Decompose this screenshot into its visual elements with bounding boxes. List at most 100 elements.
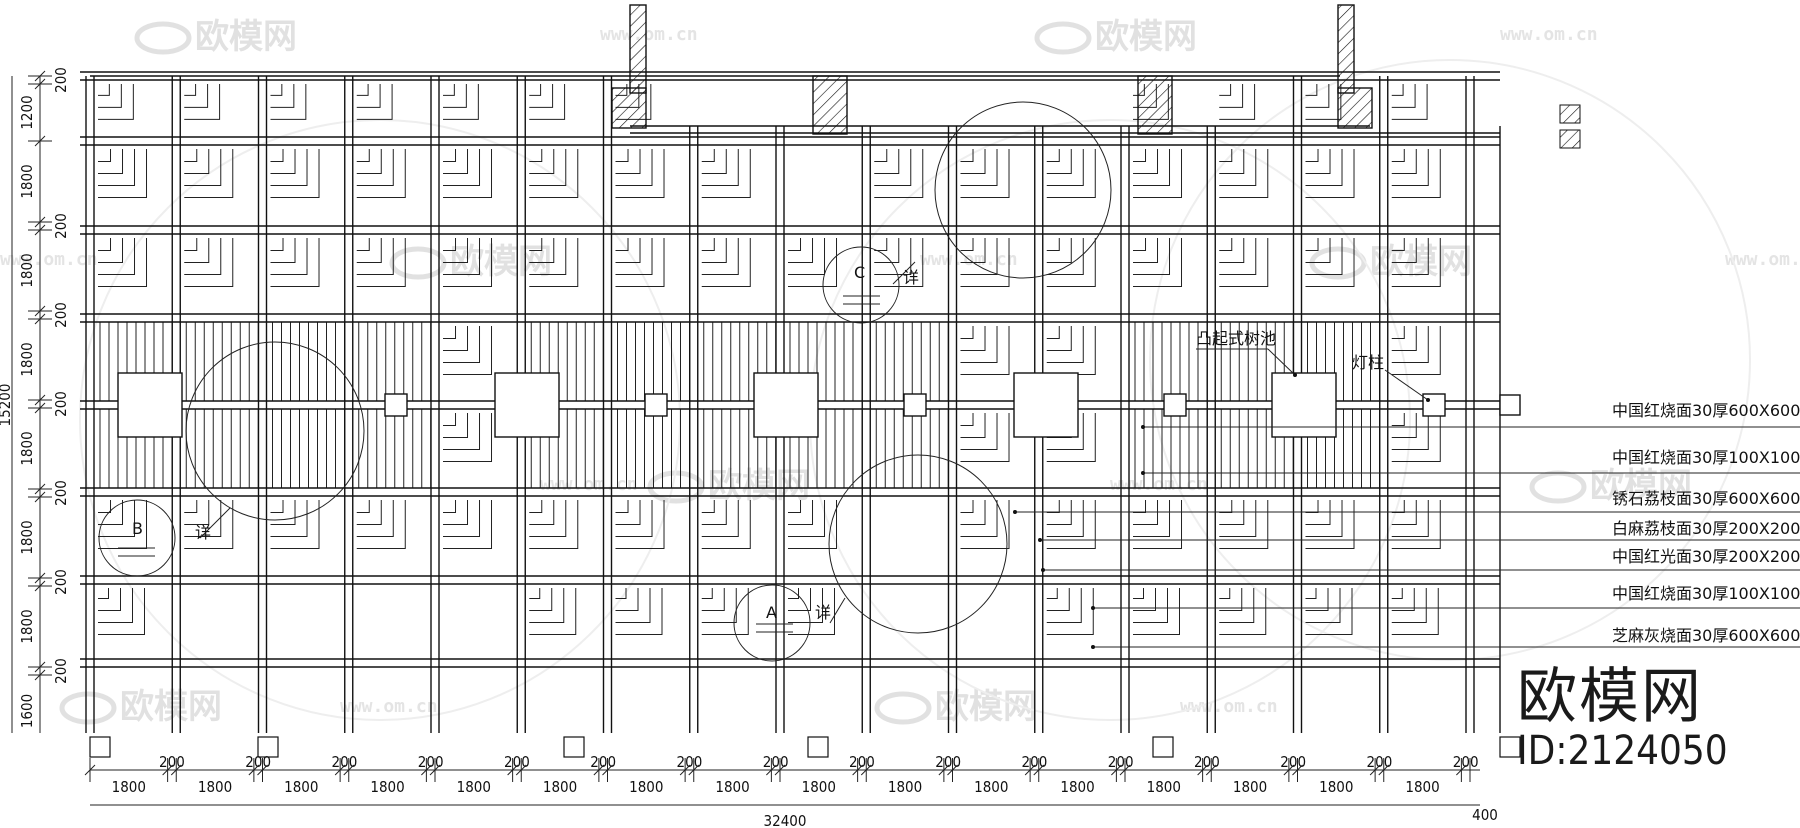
tree-pool <box>1271 372 1337 438</box>
paving-cell <box>1046 326 1096 376</box>
wall-pier <box>629 4 647 94</box>
paving-cell <box>960 413 1010 463</box>
url-watermark: www.om.cn <box>1500 24 1598 45</box>
detail-marker-b <box>98 499 176 577</box>
tree-pool <box>117 372 183 438</box>
brand-watermark-faint: 欧模网 <box>1370 242 1472 282</box>
paving-cell <box>529 149 579 199</box>
material-legend: 中国红烧面30厚600X600中国红烧面30厚100X100锈石荔枝面30厚60… <box>1013 401 1800 649</box>
legend-swatch <box>1559 104 1581 124</box>
dim-label: 200 <box>1367 753 1393 771</box>
paving-cell <box>1391 238 1441 288</box>
material-item: 中国红烧面30厚100X100 <box>1141 448 1800 475</box>
dim-label: 1600 <box>18 694 36 728</box>
paving-cell <box>960 326 1010 376</box>
stripe-cell <box>185 409 259 488</box>
dim-label: 200 <box>849 753 875 771</box>
dim-label: 1200 <box>18 95 36 129</box>
vertical-strip <box>861 126 871 733</box>
paving-cell <box>270 500 320 550</box>
paving-cell <box>270 149 320 199</box>
horizontal-strip <box>80 136 1500 146</box>
paving-cell <box>98 84 134 120</box>
material-label: 白麻荔枝面30厚200X200 <box>1612 519 1800 538</box>
dim-label: 1800 <box>888 778 922 796</box>
dimension-lines: 1800 200 1800 200 1800 200 1800 200 1800 200 1800 2… <box>0 67 1498 828</box>
paving-cell <box>529 588 577 635</box>
vertical-strip <box>1465 76 1475 733</box>
url-watermark: www.om.cn <box>1180 696 1278 717</box>
lamp-post <box>1499 394 1521 416</box>
horizontal-strip <box>80 71 1500 81</box>
column-marker <box>807 736 829 758</box>
paving-cell <box>529 238 579 288</box>
dim-label: 1800 <box>1233 778 1267 796</box>
paving-cell <box>1391 149 1441 199</box>
vertical-strip <box>344 76 354 733</box>
dim-label: 200 <box>52 658 70 684</box>
tree-pool <box>1013 372 1079 438</box>
horizontal-strip <box>80 225 1500 235</box>
url-watermark: www.om.cn <box>0 249 98 270</box>
dim-label: 1800 <box>802 778 836 796</box>
horizontal-strip <box>80 487 1500 497</box>
tree-pool <box>494 372 560 438</box>
marker-c-label: C <box>854 263 865 282</box>
stripe-cell <box>358 409 432 488</box>
brand-watermark: 欧模网 <box>1517 662 1703 732</box>
paving-cell <box>1133 500 1183 550</box>
paving-cell <box>1219 238 1269 288</box>
vertical-strip <box>430 76 440 733</box>
dim-label: 200 <box>52 569 70 595</box>
stripe-cell <box>1134 409 1208 488</box>
paving-cell <box>184 149 234 199</box>
wall-pier <box>1337 87 1373 129</box>
url-watermark: www.om.cn <box>340 696 438 717</box>
detail-callouts: C 详 B 详 A 详 凸起式树池 灯柱 <box>98 101 1430 662</box>
paving-cell <box>443 326 493 376</box>
wall-pier <box>812 75 848 135</box>
paving-cell <box>184 500 234 550</box>
dim-label: 200 <box>332 753 358 771</box>
material-label: 中国红光面30厚200X200 <box>1612 547 1800 566</box>
material-item: 中国红光面30厚200X200 <box>1041 547 1800 572</box>
paving-cell <box>960 500 1010 550</box>
dim-label: 1800 <box>18 253 36 287</box>
lamp-label: 灯柱 <box>1352 353 1384 372</box>
paving-cell <box>1305 238 1355 288</box>
stripe-cell <box>358 322 432 401</box>
vertical-strip <box>1120 126 1130 733</box>
paving-cell <box>356 238 406 288</box>
dim-label: 1800 <box>1060 778 1094 796</box>
paving-cell <box>1046 588 1094 635</box>
paving-cell <box>98 238 148 288</box>
paving-cell <box>701 238 751 288</box>
dim-label: 1800 <box>18 520 36 554</box>
material-label: 芝麻灰烧面30厚600X600 <box>1612 626 1800 645</box>
paving-cell <box>1046 238 1096 288</box>
vertical-strip <box>947 126 958 733</box>
vertical-strip <box>1379 76 1389 733</box>
paving-cell <box>788 500 838 550</box>
paving-cell <box>1133 149 1183 199</box>
brand-watermark-faint: 欧模网 <box>450 242 552 282</box>
paving-cell <box>1391 500 1441 550</box>
dim-label: 200 <box>52 480 70 506</box>
column-marker <box>1499 736 1521 758</box>
wall-pier <box>1137 75 1173 135</box>
column-marker <box>89 736 111 758</box>
dim-label: 200 <box>1453 753 1479 771</box>
tree-pool <box>753 372 819 438</box>
paving-cell <box>98 500 148 550</box>
column-marker <box>1152 736 1174 758</box>
material-label: 锈石荔枝面30厚600X600 <box>1612 489 1800 508</box>
detail-circle <box>934 101 1112 279</box>
vertical-strip <box>689 126 699 733</box>
wall-pier <box>611 87 647 129</box>
lamp-post <box>384 393 408 417</box>
vertical-strip <box>1206 126 1216 733</box>
horizontal-strip <box>80 575 1500 585</box>
paving-cell <box>1391 588 1439 635</box>
lamp-post <box>903 393 927 417</box>
